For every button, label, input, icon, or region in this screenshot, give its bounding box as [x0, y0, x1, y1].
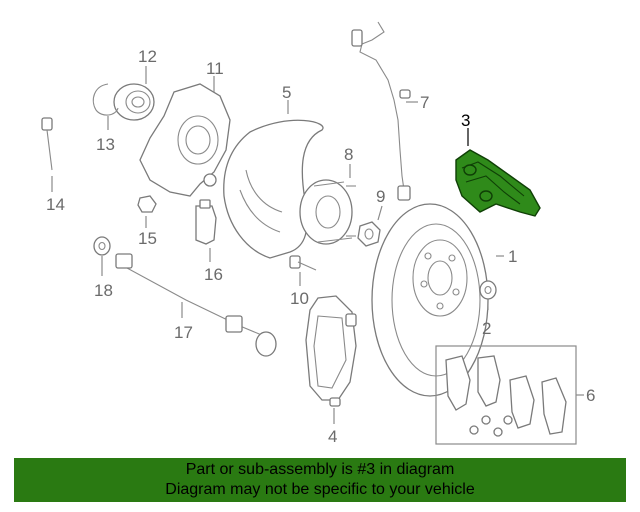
callout-17: 17 [174, 323, 193, 342]
callout-9: 9 [376, 187, 385, 206]
bolt-part[interactable] [289, 255, 317, 271]
callout-16: 16 [204, 265, 223, 284]
callout-5: 5 [282, 83, 291, 102]
callout-15: 15 [138, 229, 157, 248]
info-banner: Part or sub-assembly is #3 in diagram Di… [14, 458, 626, 502]
dust-shield-part[interactable] [223, 119, 324, 259]
banner-line-2: Diagram may not be specific to your vehi… [165, 481, 475, 498]
caliper-part[interactable] [305, 295, 357, 407]
callout-10: 10 [290, 289, 309, 308]
bracket-part[interactable] [195, 199, 217, 245]
callout-7: 7 [420, 93, 429, 112]
brake-hose-part[interactable] [351, 21, 411, 201]
callout-2: 2 [482, 319, 491, 338]
long-bolt-part[interactable] [41, 117, 53, 171]
callout-1: 1 [508, 247, 517, 266]
callout-8: 8 [344, 145, 353, 164]
steering-knuckle-part[interactable] [139, 83, 231, 197]
leader-lines [51, 66, 584, 424]
snap-ring-part[interactable] [92, 83, 119, 116]
brake-pad-kit-part[interactable] [435, 345, 577, 445]
callout-11: 11 [206, 59, 224, 78]
wheel-bearing-part[interactable] [113, 83, 155, 121]
callout-3: 3 [461, 111, 470, 130]
caliper-bracket-part-highlighted[interactable] [455, 149, 541, 217]
washer-part[interactable] [479, 280, 497, 300]
axle-shaft-part[interactable] [115, 253, 277, 357]
callout-14: 14 [46, 195, 65, 214]
bushing-part[interactable] [93, 236, 111, 256]
callout-4: 4 [328, 427, 337, 446]
callout-12: 12 [138, 47, 157, 66]
callout-18: 18 [94, 281, 113, 300]
wheel-hub-part[interactable] [299, 179, 356, 245]
banner-line-1: Part or sub-assembly is #3 in diagram [185, 461, 455, 478]
hub-nut-part[interactable] [357, 221, 381, 247]
nut-part[interactable] [137, 195, 157, 213]
callout-13: 13 [96, 135, 115, 154]
callout-labels: 1 2 3 4 5 6 7 8 9 10 11 12 13 14 15 16 1… [46, 47, 595, 446]
callout-6: 6 [586, 386, 595, 405]
rotor-part[interactable] [371, 203, 489, 397]
brake-parts-diagram: 1 2 3 4 5 6 7 8 9 10 11 12 13 14 15 16 1… [41, 21, 595, 446]
